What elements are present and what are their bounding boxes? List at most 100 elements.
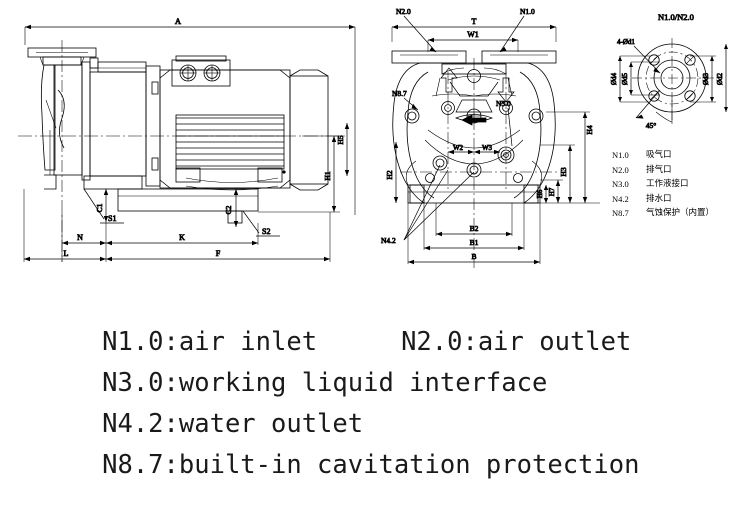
label-N1-0: N1.0 xyxy=(520,7,535,16)
flow-arrow-inlet xyxy=(440,67,458,93)
callout-4-d1: 4-Ød1 xyxy=(617,38,661,74)
label-F: F xyxy=(216,249,221,258)
legend-en-line-1: N1.0:air inlet N2.0:air outlet xyxy=(10,297,746,357)
flow-arrow-outlet xyxy=(497,77,515,103)
label-N: N xyxy=(77,233,83,242)
dimension-H6: H6 xyxy=(536,185,549,203)
dimension-C1: C1 xyxy=(95,189,109,222)
callout-N8-7: N8.7 xyxy=(392,89,419,111)
coupling-housing xyxy=(145,65,161,187)
leader-S1: S1 xyxy=(83,188,124,223)
label-L: L xyxy=(64,249,69,258)
legend-cn-row-4: N4.2 排水口 xyxy=(612,192,750,207)
dimension-W2: W2 xyxy=(448,144,474,155)
legend-cn-code-5: N8.7 xyxy=(612,208,629,219)
legend-cn-code-1: N1.0 xyxy=(612,150,629,160)
label-B1: B1 xyxy=(470,238,479,247)
legend-cn-label-5: 气蚀保护（内置） xyxy=(646,208,715,219)
legend-en-line-4-left: N8.7:built-in cavitation protection xyxy=(102,450,640,480)
legend-en-line-3: N4.2:water outlet xyxy=(10,379,746,439)
dimension-A: A xyxy=(24,16,356,120)
legend-cn-code-3: N3.0 xyxy=(612,179,629,190)
dimension-d3: Ød3 xyxy=(690,55,716,103)
dimension-H5: H5 xyxy=(336,123,350,176)
legend-chinese: N1.0 吸气口 N2.0 排气口 N3.0 工作液接口 N4.2 排水口 N8… xyxy=(612,148,750,221)
dimension-H2: H2 xyxy=(385,142,399,203)
label-d2: Ød2 xyxy=(716,72,724,85)
label-A: A xyxy=(175,16,182,26)
label-N3-0: N3.0 xyxy=(496,99,511,108)
label-C1: C1 xyxy=(95,203,104,212)
label-C2: C2 xyxy=(224,205,233,214)
label-T: T xyxy=(472,17,477,26)
legend-english: N1.0:air inlet N2.0:air outlet N3.0:worki… xyxy=(10,297,746,480)
label-H2: H2 xyxy=(385,170,394,179)
dimension-T: T xyxy=(391,17,557,42)
dimension-chain-bottom: N K L xyxy=(23,189,331,262)
label-d4: Ød4 xyxy=(610,72,618,85)
label-H5: H5 xyxy=(336,135,345,144)
leader-S2: S2 xyxy=(242,210,280,236)
label-W2: W2 xyxy=(453,144,464,152)
callout-N3-0: N3.0 xyxy=(496,99,513,147)
dimension-W3: W3 xyxy=(474,144,500,155)
label-K: K xyxy=(179,233,185,242)
dimension-W1: W1 xyxy=(427,30,519,52)
motor-terminal-box xyxy=(171,55,231,87)
legend-en-line-2: N3.0:working liquid interface xyxy=(10,338,746,398)
label-S1: S1 xyxy=(108,214,116,223)
port-bosses xyxy=(404,101,544,178)
legend-cn-label-3: 工作液接口 xyxy=(646,179,689,190)
legend-en-line-1-right: N2.0:air outlet xyxy=(401,327,632,357)
dimension-B: B xyxy=(408,252,540,265)
label-flange-title: N1.0/N2.0 xyxy=(658,12,694,22)
label-d3: Ød3 xyxy=(702,72,710,85)
dimension-d5: Ød5 xyxy=(621,61,660,96)
legend-cn-row-3: N3.0 工作液接口 xyxy=(612,177,750,192)
label-W3: W3 xyxy=(482,144,493,152)
callout-N4-2: N4.2 xyxy=(381,164,475,245)
angle-45: 45° xyxy=(635,89,673,130)
label-N2-0: N2.0 xyxy=(396,7,411,16)
dimension-N: N xyxy=(62,233,106,246)
dimension-H7: H7 xyxy=(540,179,563,203)
front-elevation-view: N2.0 N1.0 T xyxy=(381,7,600,268)
label-W1: W1 xyxy=(467,30,479,39)
side-elevation-view: A xyxy=(18,16,356,262)
dimension-d4: Ød4 xyxy=(610,55,650,103)
dimension-L: L xyxy=(24,249,106,262)
legend-cn-row-2: N2.0 排气口 xyxy=(612,163,750,178)
label-N4-2: N4.2 xyxy=(381,236,396,245)
motor-cooling-fins xyxy=(176,117,284,167)
label-B2: B2 xyxy=(470,224,479,233)
label-4-d1: 4-Ød1 xyxy=(617,38,635,46)
pump-base-front xyxy=(405,160,543,204)
dimension-K: K xyxy=(106,233,258,246)
flange-bolt-holes xyxy=(648,54,696,102)
legend-cn-label-1: 吸气口 xyxy=(646,150,672,160)
legend-en-line-2-left: N3.0:working liquid interface xyxy=(102,368,548,398)
label-H3: H3 xyxy=(559,167,568,176)
legend-en-line-1-left: N1.0:air inlet xyxy=(102,327,318,357)
legend-cn-label-4: 排水口 xyxy=(646,193,672,204)
label-H1: H1 xyxy=(323,171,332,180)
legend-en-line-3-left: N4.2:water outlet xyxy=(102,409,364,439)
dimension-F: F xyxy=(106,249,330,262)
label-H7: H7 xyxy=(548,187,556,196)
callout-N1-0: N1.0 xyxy=(499,7,535,53)
dimension-B1: B1 xyxy=(424,238,524,251)
dimension-H1: H1 xyxy=(258,120,356,215)
flange-detail-view: N1.0/N2.0 4-Ød1 xyxy=(610,12,728,130)
motor-feet xyxy=(175,167,283,191)
electric-motor xyxy=(159,55,329,191)
label-d5: Ød5 xyxy=(621,72,629,85)
legend-en-line-4: N8.7:built-in cavitation protection xyxy=(10,420,746,480)
legend-cn-row-1: N1.0 吸气口 xyxy=(612,148,750,163)
legend-cn-code-2: N2.0 xyxy=(612,164,629,175)
legend-cn-row-5: N8.7 气蚀保护（内置） xyxy=(612,206,750,221)
label-B: B xyxy=(471,252,476,261)
dimension-chain-front-bottom: B2 B1 B xyxy=(407,203,541,265)
pump-housing xyxy=(40,57,147,190)
